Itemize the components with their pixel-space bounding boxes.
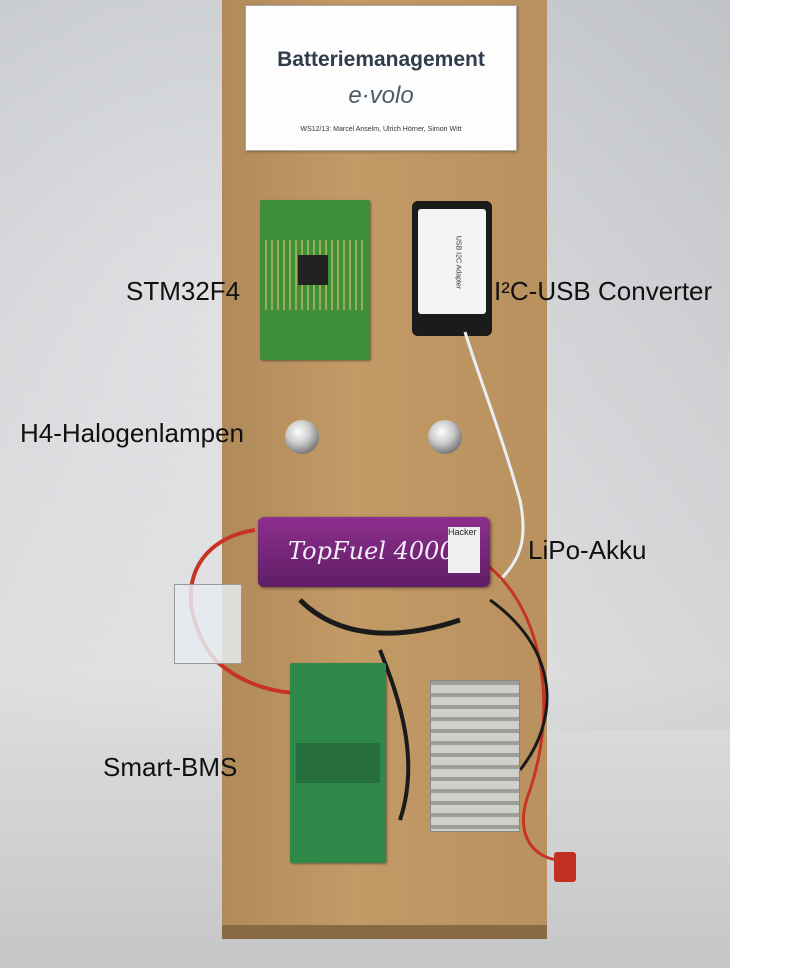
halogen-lamp-left — [285, 420, 319, 454]
t-plug-connector — [554, 852, 576, 882]
evolo-logo: e·volo — [348, 82, 414, 109]
fuse-holder — [174, 584, 242, 664]
smart-bms-board — [290, 663, 386, 863]
label-bms: Smart-BMS — [103, 752, 238, 782]
stm32-chip — [298, 255, 328, 285]
adapter-label: USB I2C Adapter — [418, 209, 486, 314]
halogen-lamp-right — [428, 420, 462, 454]
photo: Batteriemanagement e·volo WS12/13: Marce… — [0, 0, 730, 968]
board-edge — [222, 925, 547, 939]
i2c-usb-adapter: USB I2C Adapter — [412, 201, 492, 336]
lipo-battery: TopFuel 4000 Hacker — [258, 517, 490, 587]
battery-model: TopFuel 4000 — [288, 537, 455, 565]
terminal-block — [430, 680, 520, 832]
label-i2c-usb: I²C-USB Converter — [494, 276, 713, 306]
battery-brand: Hacker — [448, 527, 480, 573]
label-stm32: STM32F4 — [126, 276, 241, 306]
sign-title: Batteriemanagement — [277, 48, 485, 71]
label-lipo: LiPo-Akku — [528, 535, 647, 565]
bms-components — [296, 743, 380, 783]
sign-credits: WS12/13: Marcel Anselm, Ulrich Hörner, S… — [300, 126, 462, 133]
stm32-board — [260, 200, 370, 360]
terminal-stripes — [431, 681, 519, 831]
label-halogen: H4-Halogenlampen — [20, 418, 245, 448]
title-sign: Batteriemanagement e·volo WS12/13: Marce… — [245, 5, 517, 151]
